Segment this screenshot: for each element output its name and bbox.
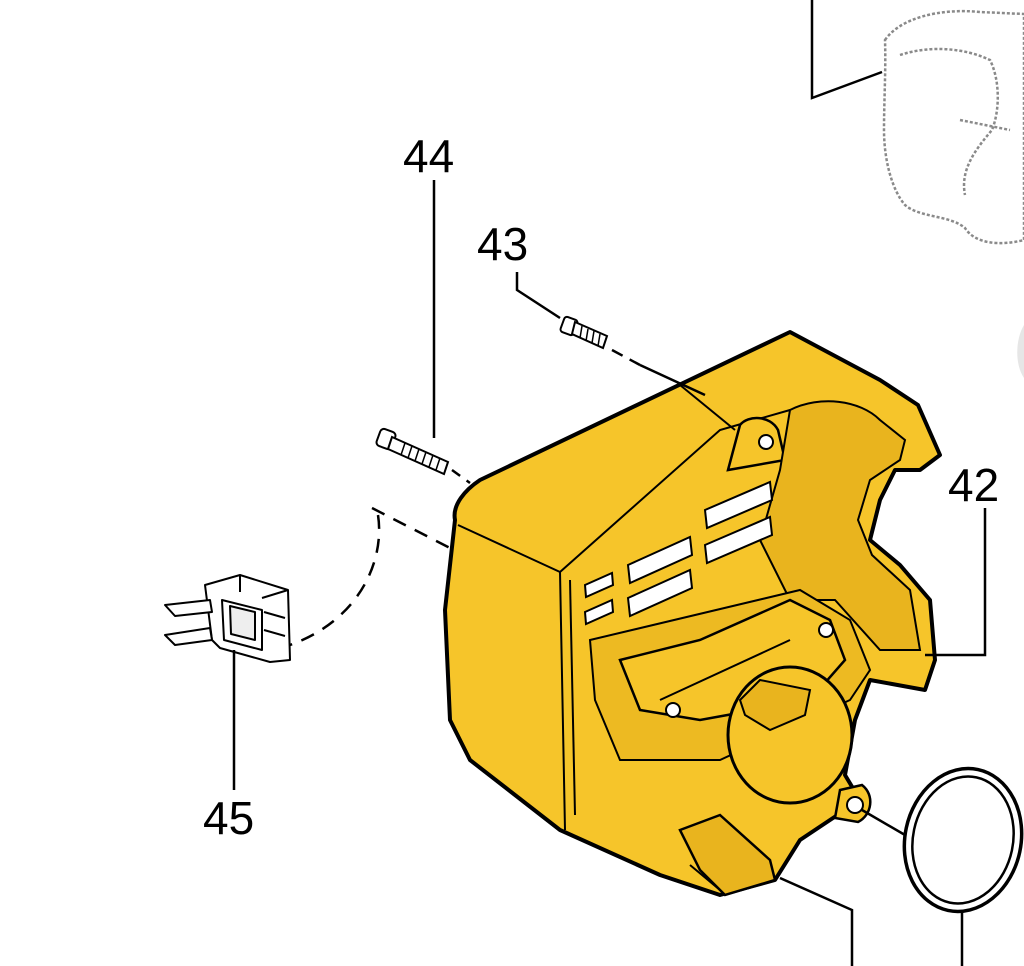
callout-45: 45 [203, 792, 255, 844]
air-filter-element-icon [882, 9, 1024, 245]
clip-assembly-path [289, 506, 451, 647]
air-filter-housing-icon [443, 330, 942, 897]
callout-43: 43 [477, 218, 529, 270]
o-ring-gasket-icon [902, 766, 1024, 914]
gasket-leader [779, 808, 964, 966]
edge-artifact [1017, 325, 1024, 378]
callout-42: 42 [948, 459, 1000, 511]
filter-leader-line [810, 0, 883, 100]
callout-44: 44 [403, 130, 455, 182]
retaining-clip-icon [164, 574, 291, 663]
leader-43 [515, 272, 706, 397]
leader-44 [432, 180, 471, 485]
leader-42 [925, 508, 987, 657]
screw-icon [559, 315, 609, 350]
bolt-icon [375, 427, 450, 476]
